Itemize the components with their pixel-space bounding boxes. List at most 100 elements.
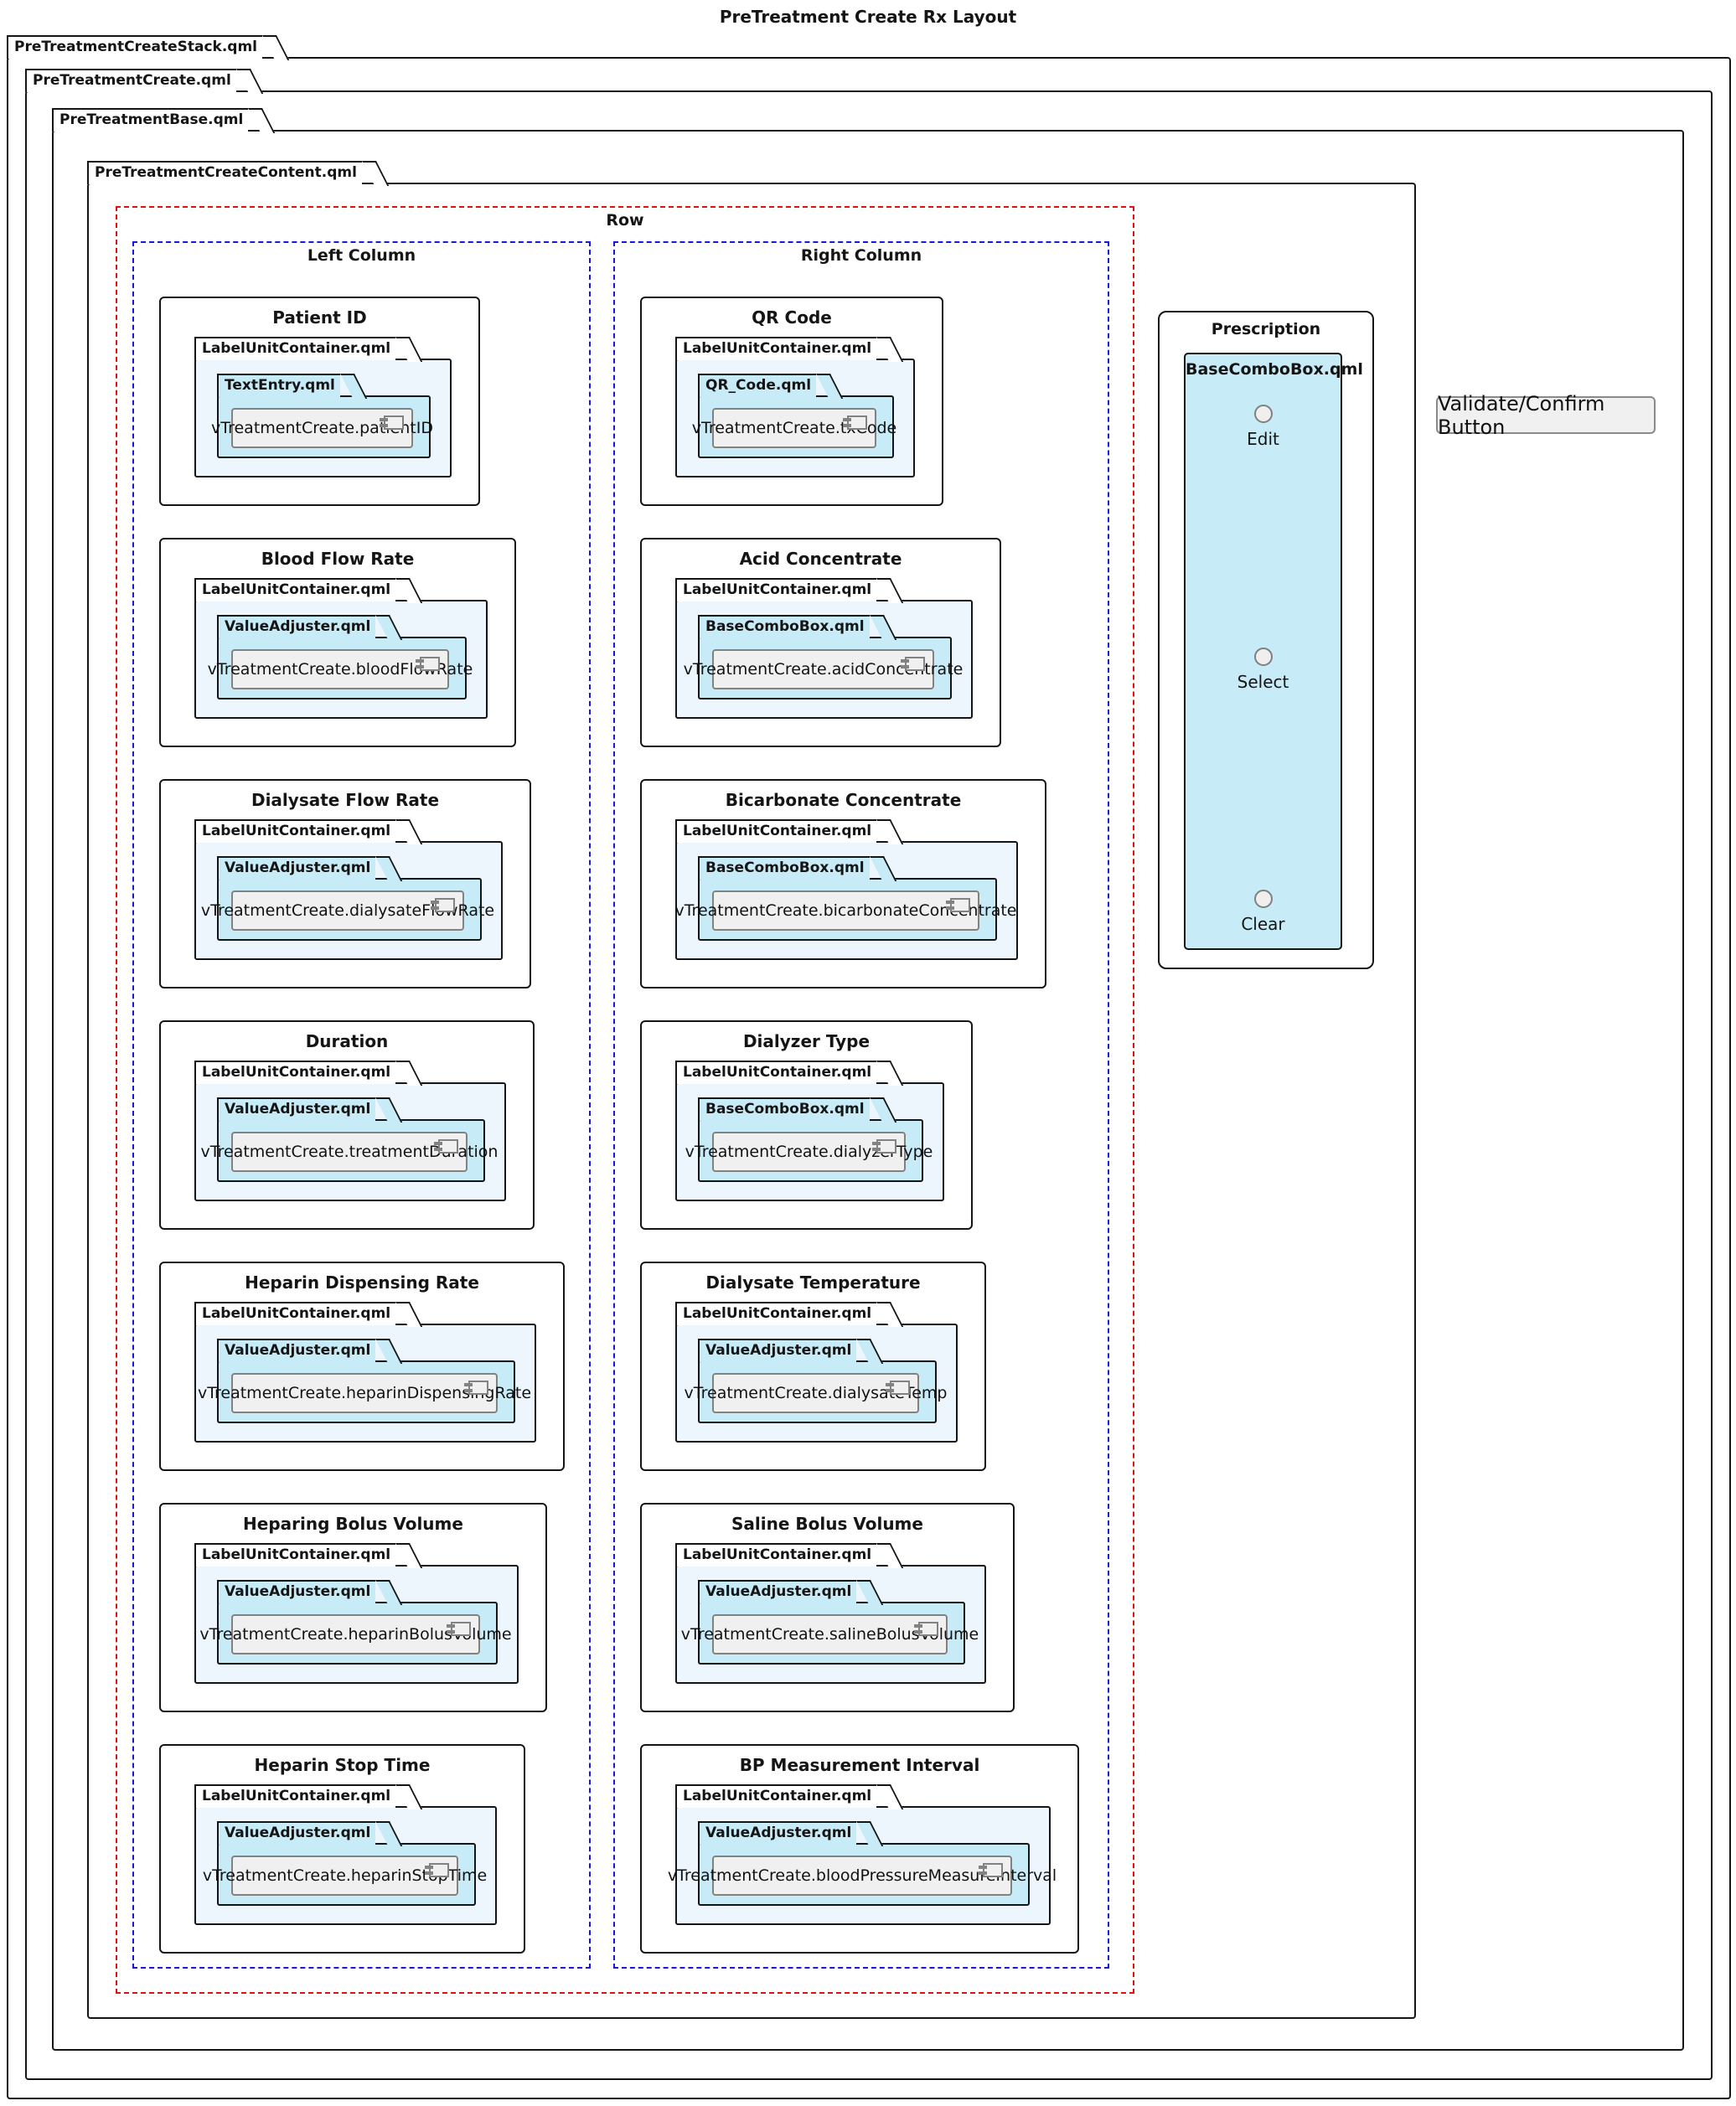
base-combo-box-frame: BaseComboBox.qml vTreatmentCreate.bicarb… (675, 856, 1017, 941)
label-unit-container-tab: LabelUnitContainer.qml (194, 819, 396, 843)
base-combo-box-frame: BaseComboBox.qml vTreatmentCreate.acidCo… (684, 615, 963, 699)
label-unit-container-tab: LabelUnitContainer.qml (194, 337, 396, 360)
prescription-title: Prescription (1211, 320, 1321, 338)
field-title: Bicarbonate Concentrate (725, 790, 962, 810)
label-unit-container-tab: LabelUnitContainer.qml (675, 819, 877, 843)
field-box-dialyzer-type: Dialyzer Type LabelUnitContainer.qml Bas… (640, 1020, 973, 1230)
field-title: Dialysate Temperature (705, 1272, 921, 1293)
label-unit-container-tab: LabelUnitContainer.qml (675, 578, 877, 601)
label-unit-container-frame: LabelUnitContainer.qml ValueAdjuster.qml… (194, 1302, 536, 1443)
field-box-duration: Duration LabelUnitContainer.qml ValueAdj… (159, 1020, 535, 1230)
uml-component-icon (872, 1139, 896, 1154)
field-box-heparin-dispensing-rate: Heparin Dispensing Rate LabelUnitContain… (159, 1262, 565, 1471)
component-box: vTreatmentCreate.txCode (692, 408, 896, 448)
uml-component-icon (380, 416, 404, 430)
combo-option-select: Select (1186, 648, 1341, 692)
left-column-label: Left Column (307, 246, 416, 265)
field-title: Duration (305, 1031, 389, 1051)
label-unit-container-frame: LabelUnitContainer.qml BaseComboBox.qml … (675, 1061, 944, 1201)
component-box: vTreatmentCreate.bicarbonateConcentrate (675, 890, 1017, 931)
component-label: vTreatmentCreate.treatmentDuration (200, 1143, 499, 1161)
field-box-heparin-stop-time: Heparin Stop Time LabelUnitContainer.qml… (159, 1744, 525, 1954)
component-label: vTreatmentCreate.salineBolusVolume (680, 1625, 979, 1644)
label-unit-container-frame: LabelUnitContainer.qml QR_Code.qml vTrea… (675, 337, 915, 477)
label-unit-container-frame: LabelUnitContainer.qml TextEntry.qml vTr… (194, 337, 452, 477)
option-label: Clear (1241, 914, 1285, 934)
field-title: Saline Bolus Volume (731, 1514, 923, 1534)
label-unit-container-frame: LabelUnitContainer.qml ValueAdjuster.qml… (668, 1784, 1057, 1925)
component-label: vTreatmentCreate.bloodFlowRate (207, 660, 473, 679)
field-box-acid-concentrate: Acid Concentrate LabelUnitContainer.qml … (640, 538, 1001, 747)
uml-component-icon (416, 657, 440, 671)
component-label: vTreatmentCreate.dialysateTemp (684, 1384, 948, 1402)
value-adjuster-tab: ValueAdjuster.qml (217, 1821, 376, 1845)
value-adjuster-tab: ValueAdjuster.qml (698, 1580, 857, 1603)
frame-tab-base: PreTreatmentBase.qml (52, 108, 249, 132)
component-label: vTreatmentCreate.heparinStopTime (202, 1866, 488, 1885)
field-title: QR Code (752, 307, 832, 328)
label-unit-container-frame: LabelUnitContainer.qml ValueAdjuster.qml… (675, 1302, 958, 1443)
value-adjuster-tab: ValueAdjuster.qml (217, 856, 376, 880)
label-unit-container-frame: LabelUnitContainer.qml ValueAdjuster.qml… (194, 578, 488, 719)
text-entry-frame: TextEntry.qml vTreatmentCreate.patientID (211, 374, 433, 458)
field-title: Heparin Dispensing Rate (245, 1272, 479, 1293)
component-box: vTreatmentCreate.treatmentDuration (201, 1132, 498, 1172)
component-label: vTreatmentCreate.heparinDispensingRate (197, 1384, 532, 1402)
option-label: Select (1237, 672, 1289, 692)
value-adjuster-frame: ValueAdjuster.qml vTreatmentCreate.dialy… (201, 856, 494, 941)
component-label: vTreatmentCreate.txCode (691, 419, 897, 437)
prescription-box: Prescription BaseComboBox.qml Edit Selec… (1158, 311, 1374, 969)
label-unit-container-frame: LabelUnitContainer.qml ValueAdjuster.qml… (194, 1784, 497, 1925)
field-title: Dialysate Flow Rate (251, 790, 440, 810)
label-unit-container-tab: LabelUnitContainer.qml (675, 1543, 877, 1567)
value-adjuster-frame: ValueAdjuster.qml vTreatmentCreate.hepar… (198, 1339, 531, 1423)
uml-component-icon (901, 657, 925, 671)
base-combo-box-frame: BaseComboBox.qml vTreatmentCreate.dialyz… (685, 1097, 933, 1182)
right-column-guide: Right Column QR Code LabelUnitContainer.… (613, 241, 1109, 1969)
uml-component-icon (843, 416, 867, 430)
component-label: vTreatmentCreate.acidConcentrate (683, 660, 964, 679)
component-box: vTreatmentCreate.heparinDispensingRate (198, 1373, 531, 1413)
label-unit-container-tab: LabelUnitContainer.qml (675, 1784, 877, 1808)
component-box: vTreatmentCreate.patientID (211, 408, 433, 448)
base-combo-box: BaseComboBox.qml Edit Select Clear (1184, 353, 1363, 950)
label-unit-container-frame: LabelUnitContainer.qml BaseComboBox.qml … (675, 819, 1018, 960)
value-adjuster-tab: ValueAdjuster.qml (217, 1097, 376, 1121)
field-title: Acid Concentrate (739, 549, 902, 569)
field-title: Heparing Bolus Volume (243, 1514, 463, 1534)
label-unit-container-frame: LabelUnitContainer.qml ValueAdjuster.qml… (194, 1543, 519, 1684)
component-box: vTreatmentCreate.heparinBolusVolume (199, 1614, 512, 1654)
uml-component-icon (464, 1381, 488, 1395)
frame-pretreatment-base: PreTreatmentBase.qml Validate/Confirm Bu… (52, 108, 1684, 2051)
value-adjuster-frame: ValueAdjuster.qml vTreatmentCreate.salin… (681, 1580, 979, 1665)
validate-confirm-button: Validate/Confirm Button (1436, 392, 1656, 439)
value-adjuster-frame: ValueAdjuster.qml vTreatmentCreate.hepar… (199, 1580, 512, 1665)
combo-option-edit: Edit (1186, 405, 1341, 449)
field-box-patient-id: Patient ID LabelUnitContainer.qml TextEn… (159, 297, 480, 506)
base-combo-box-tab: BaseComboBox.qml (698, 856, 870, 880)
field-title: Blood Flow Rate (261, 549, 415, 569)
value-adjuster-frame: ValueAdjuster.qml vTreatmentCreate.treat… (201, 1097, 498, 1182)
value-adjuster-tab: ValueAdjuster.qml (698, 1821, 857, 1845)
value-adjuster-tab: ValueAdjuster.qml (217, 1580, 376, 1603)
label-unit-container-tab: LabelUnitContainer.qml (675, 337, 877, 360)
uml-component-icon (434, 1139, 458, 1154)
interface-circle-icon (1253, 405, 1273, 423)
field-box-bicarbonate-concentrate: Bicarbonate Concentrate LabelUnitContain… (640, 779, 1046, 988)
base-combo-box-tab: BaseComboBox.qml (698, 1097, 870, 1121)
label-unit-container-frame: LabelUnitContainer.qml BaseComboBox.qml … (675, 578, 973, 719)
base-combo-box-title: BaseComboBox.qml (1186, 360, 1363, 379)
label-unit-container-tab: LabelUnitContainer.qml (675, 1302, 877, 1325)
value-adjuster-tab: ValueAdjuster.qml (698, 1339, 857, 1362)
component-label: vTreatmentCreate.bicarbonateConcentrate (674, 901, 1017, 920)
uml-component-icon (886, 1381, 910, 1395)
component-label: vTreatmentCreate.patientID (211, 419, 433, 437)
component-box: vTreatmentCreate.bloodFlowRate (208, 649, 473, 689)
component-label: vTreatmentCreate.dialyzerType (685, 1143, 933, 1161)
component-label: vTreatmentCreate.heparinBolusVolume (199, 1625, 512, 1644)
component-label: vTreatmentCreate.bloodPressureMeasureInt… (667, 1866, 1057, 1885)
frame-pretreatment-create: PreTreatmentCreate.qml (25, 69, 1713, 2080)
uml-component-icon (914, 1622, 938, 1636)
field-title: Patient ID (272, 307, 367, 328)
